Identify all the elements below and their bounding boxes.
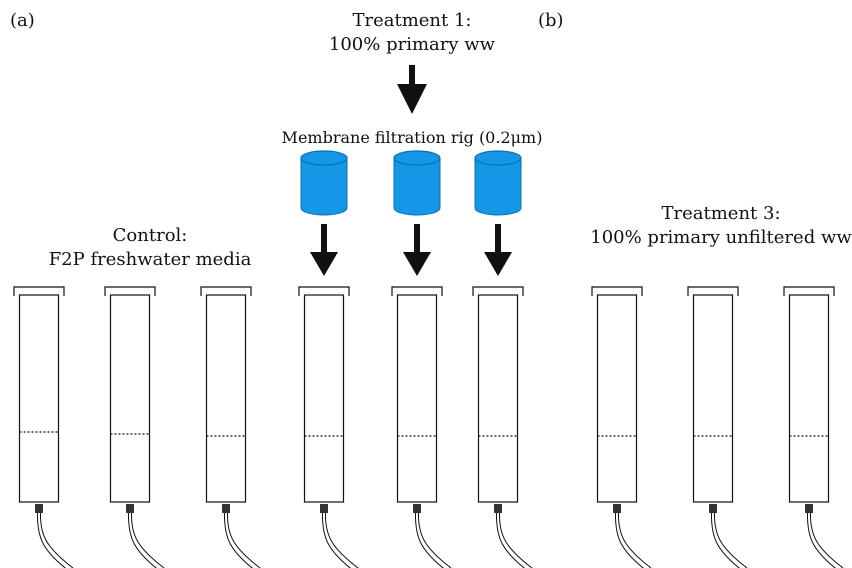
treatment-1-column-2-body <box>396 294 438 503</box>
treatment-1-column-2-lid <box>391 286 443 296</box>
treatment-3-column-2-hose-b <box>713 512 748 568</box>
control-column-1-hose-a <box>36 512 67 568</box>
treatment-1-column-2 <box>391 286 452 568</box>
control-column-2-lid <box>104 286 156 296</box>
treatment-1-title-line1: Treatment 1: <box>352 10 472 31</box>
treatment-1-column-1 <box>298 286 359 568</box>
membrane-filter-1-top <box>300 150 348 166</box>
control-column-1-body <box>18 294 60 503</box>
treatment-3-column-3-connector <box>805 504 813 513</box>
treatment-3-column-1-hose-b <box>617 512 652 568</box>
treatment-3-column-3-hose-a <box>806 512 837 568</box>
treatment-1-column-1-hose-a <box>321 512 352 568</box>
treatment-3-column-2-body <box>692 294 734 503</box>
membrane-filter-1 <box>300 150 348 216</box>
treatment-3-column-3-hose-b <box>809 512 844 568</box>
control-column-2-body <box>109 294 151 503</box>
control-column-2 <box>104 286 165 568</box>
treatment-3-column-1 <box>591 286 652 568</box>
treatment-1-arrow <box>397 65 427 114</box>
treatment-1-column-3 <box>472 286 533 568</box>
treatment-3-label-line2: 100% primary unfiltered ww <box>590 227 852 248</box>
treatment-3-column-3-body <box>788 294 830 503</box>
treatment-3-column-2 <box>687 286 748 568</box>
filter-arrow-3 <box>484 224 512 276</box>
control-column-3-hose-b <box>226 512 261 568</box>
control-column-2-hose-a <box>127 512 158 568</box>
control-label: Control: F2P freshwater media <box>49 224 252 272</box>
treatment-3-column-2-lid <box>687 286 739 296</box>
treatment-3-label: Treatment 3: 100% primary unfiltered ww <box>590 202 852 250</box>
membrane-filter-3-body <box>474 157 522 216</box>
treatment-3-column-1-hose-a <box>614 512 645 568</box>
treatment-3-column-1-connector <box>613 504 621 513</box>
treatment-1-title-line2: 100% primary ww <box>328 34 496 55</box>
filter-arrow-2 <box>403 224 431 276</box>
control-column-1-hose-b <box>39 512 74 568</box>
panel-label-a: (a) <box>10 10 35 31</box>
control-column-3-lid <box>200 286 252 296</box>
control-column-3-connector <box>222 504 230 513</box>
membrane-filter-2 <box>393 150 441 216</box>
treatment-3-column-1-body <box>596 294 638 503</box>
membrane-filter-1-body <box>300 157 348 216</box>
membrane-filtration-label: Membrane filtration rig (0.2μm) <box>281 128 543 147</box>
control-column-1-connector <box>35 504 43 513</box>
filter-arrow-1 <box>310 224 338 276</box>
treatment-1-title: Treatment 1: 100% primary ww <box>329 9 495 57</box>
membrane-filter-2-top <box>393 150 441 166</box>
membrane-filter-3-top <box>474 150 522 166</box>
treatment-1-column-2-connector <box>413 504 421 513</box>
treatment-1-column-3-connector <box>494 504 502 513</box>
treatment-1-column-2-hose-a <box>414 512 445 568</box>
treatment-1-column-1-body <box>303 294 345 503</box>
control-column-3 <box>200 286 261 568</box>
control-column-2-connector <box>126 504 134 513</box>
treatment-3-column-3 <box>783 286 844 568</box>
treatment-1-arrow-shape <box>397 65 427 114</box>
treatment-1-column-1-hose-b <box>324 512 359 568</box>
treatment-1-column-1-connector <box>320 504 328 513</box>
treatment-3-column-2-connector <box>709 504 717 513</box>
treatment-1-column-3-lid <box>472 286 524 296</box>
treatment-1-column-1-lid <box>298 286 350 296</box>
control-column-1 <box>13 286 74 568</box>
treatment-1-column-3-body <box>477 294 519 503</box>
membrane-filter-2-body <box>393 157 441 216</box>
treatment-3-column-1-lid <box>591 286 643 296</box>
treatment-1-column-3-hose-b <box>498 512 533 568</box>
treatment-1-column-3-hose-a <box>495 512 526 568</box>
control-column-2-hose-b <box>130 512 165 568</box>
treatment-3-label-line1: Treatment 3: <box>661 203 781 224</box>
control-label-line2: F2P freshwater media <box>48 249 252 270</box>
control-column-3-hose-a <box>223 512 254 568</box>
treatment-3-column-2-hose-a <box>710 512 741 568</box>
control-column-1-lid <box>13 286 65 296</box>
treatment-3-column-3-lid <box>783 286 835 296</box>
control-column-3-body <box>205 294 247 503</box>
panel-label-b: (b) <box>538 10 564 31</box>
membrane-filter-3 <box>474 150 522 216</box>
control-label-line1: Control: <box>112 225 188 246</box>
treatment-1-column-2-hose-b <box>417 512 452 568</box>
